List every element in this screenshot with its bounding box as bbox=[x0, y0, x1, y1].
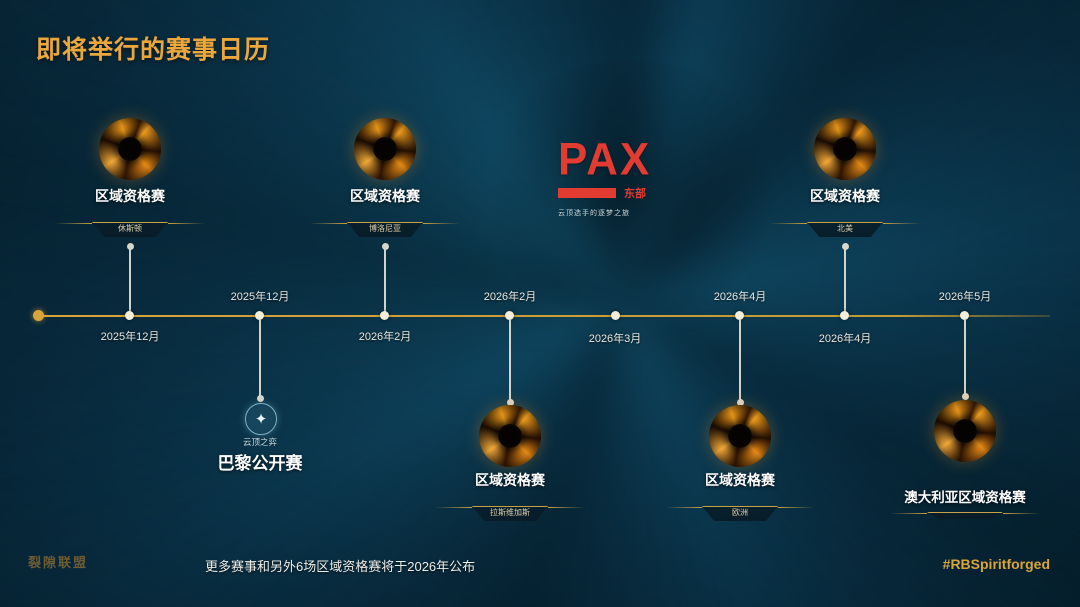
venue-badge: 拉斯维加斯 bbox=[472, 506, 548, 521]
riftbound-vortex-icon bbox=[354, 118, 416, 180]
timeline-start-dot bbox=[33, 310, 44, 321]
venue-badge: 北美 bbox=[807, 222, 883, 237]
event-date: 2025年12月 bbox=[230, 291, 290, 303]
event-label: 区域资格赛 bbox=[475, 472, 545, 488]
footer-note: 更多赛事和另外6场区域资格赛将于2026年公布 bbox=[205, 559, 476, 574]
event-label: 区域资格赛 bbox=[350, 188, 420, 204]
event-date: 2026年2月 bbox=[358, 331, 412, 343]
timeline-axis bbox=[38, 315, 1050, 317]
pax-region-label: 东部 bbox=[624, 188, 646, 200]
event-label: 巴黎公开赛 bbox=[217, 454, 303, 473]
pax-wordmark: PAX bbox=[558, 134, 652, 185]
riftbound-vortex-icon bbox=[479, 405, 541, 467]
connector-line bbox=[506, 320, 514, 406]
venue-ribbon: 博洛尼亚 bbox=[310, 222, 460, 237]
page-title: 即将举行的赛事日历 bbox=[36, 36, 271, 64]
timeline-dot bbox=[735, 311, 744, 320]
ribbon-line bbox=[890, 513, 927, 514]
vortex-core bbox=[952, 418, 978, 444]
ribbon-line bbox=[770, 223, 807, 224]
ribbon-line bbox=[55, 223, 92, 224]
vortex-core bbox=[497, 423, 523, 449]
vortex-core bbox=[727, 423, 753, 449]
event-date: 2025年12月 bbox=[100, 331, 160, 343]
tft-star-glyph: ✦ bbox=[254, 411, 268, 428]
connector-line bbox=[841, 243, 849, 313]
venue-ribbon bbox=[890, 512, 1040, 519]
ribbon-line bbox=[168, 223, 205, 224]
tft-icon: ✦ bbox=[245, 403, 277, 435]
timeline-dot bbox=[611, 311, 620, 320]
ribbon-line bbox=[778, 507, 815, 508]
ribbon-line bbox=[548, 507, 585, 508]
event-label: 区域资格赛 bbox=[810, 188, 880, 204]
riftbound-vortex-icon bbox=[709, 405, 771, 467]
ribbon-line bbox=[883, 223, 920, 224]
ribbon-line bbox=[310, 223, 347, 224]
vortex-core bbox=[117, 136, 143, 162]
hashtag: #RBSpiritforged bbox=[942, 556, 1050, 572]
vortex-core bbox=[832, 136, 858, 162]
event-label: 区域资格赛 bbox=[705, 472, 775, 488]
venue-ribbon: 欧洲 bbox=[665, 506, 815, 521]
timeline-dot bbox=[840, 311, 849, 320]
event-date: 2026年4月 bbox=[818, 333, 872, 345]
venue-badge bbox=[927, 512, 1003, 519]
timeline-dot bbox=[125, 311, 134, 320]
ribbon-line bbox=[435, 507, 472, 508]
event-label: 区域资格赛 bbox=[95, 188, 165, 204]
timeline-dot bbox=[380, 311, 389, 320]
venue-ribbon: 北美 bbox=[770, 222, 920, 237]
background-vortex-center bbox=[470, 60, 790, 320]
venue-ribbon: 拉斯维加斯 bbox=[435, 506, 585, 521]
ribbon-line bbox=[1003, 513, 1040, 514]
pax-caption: 云顶选手的逐梦之旅 bbox=[558, 210, 630, 217]
ribbon-line bbox=[665, 507, 702, 508]
riftbound-vortex-icon bbox=[814, 118, 876, 180]
connector-line bbox=[126, 243, 134, 313]
venue-badge: 博洛尼亚 bbox=[347, 222, 423, 237]
event-date: 2026年2月 bbox=[483, 291, 537, 303]
vortex-core bbox=[372, 136, 398, 162]
pax-logo: PAX 东部 云顶选手的逐梦之旅 bbox=[558, 134, 678, 218]
connector-line bbox=[961, 320, 969, 400]
timeline-dot bbox=[255, 311, 264, 320]
event-date: 2026年3月 bbox=[588, 333, 642, 345]
timeline-dot bbox=[505, 311, 514, 320]
riftbound-brand-logo: 裂隙联盟 bbox=[28, 555, 89, 570]
timeline-dot bbox=[960, 311, 969, 320]
connector-line bbox=[256, 320, 264, 402]
event-date: 2026年5月 bbox=[938, 291, 992, 303]
ribbon-line bbox=[423, 223, 460, 224]
pax-underline-bar bbox=[558, 188, 616, 198]
venue-badge: 欧洲 bbox=[702, 506, 778, 521]
game-caption: 云顶之弈 bbox=[242, 437, 277, 447]
venue-ribbon: 休斯顿 bbox=[55, 222, 205, 237]
connector-line bbox=[381, 243, 389, 313]
connector-line bbox=[736, 320, 744, 406]
venue-badge: 休斯顿 bbox=[92, 222, 168, 237]
riftbound-vortex-icon bbox=[934, 400, 996, 462]
event-date: 2026年4月 bbox=[713, 291, 767, 303]
riftbound-vortex-icon bbox=[99, 118, 161, 180]
event-label: 澳大利亚区域资格赛 bbox=[904, 490, 1026, 505]
